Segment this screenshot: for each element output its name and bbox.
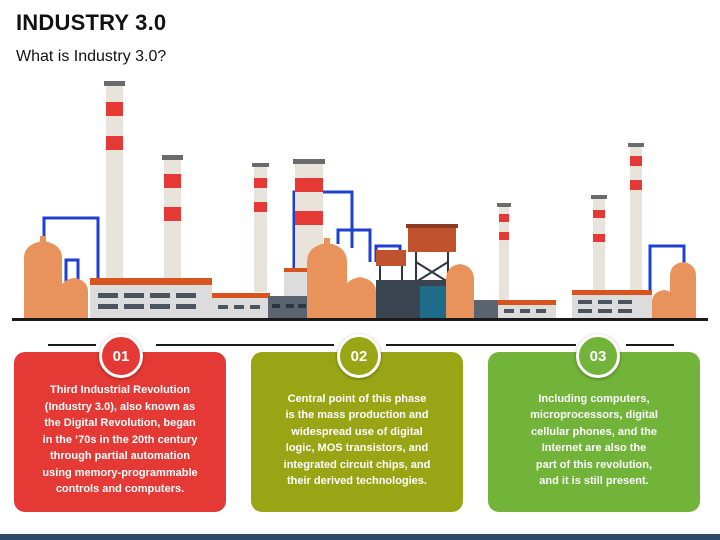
storage-tank <box>307 238 347 320</box>
number-badge-3: 03 <box>576 334 620 378</box>
storage-tank <box>670 262 696 320</box>
chimney <box>497 203 511 302</box>
footer-bar <box>0 534 720 540</box>
number-badge-1: 01 <box>99 334 143 378</box>
ground-line <box>12 318 708 321</box>
number-badge-2: 02 <box>337 334 381 378</box>
storage-tank <box>24 236 62 320</box>
water-tower <box>406 224 458 300</box>
factory-building <box>498 300 556 319</box>
factory-building <box>212 293 270 319</box>
info-card-2: Central point of this phase is the mass … <box>251 352 463 512</box>
divider-line <box>386 344 576 346</box>
info-card-1: Third Industrial Revolution (Industry 3.… <box>14 352 226 512</box>
chimney <box>591 195 607 290</box>
chimney <box>628 143 644 290</box>
pipes <box>42 190 686 290</box>
info-card-text: Including computers, microprocessors, di… <box>530 392 658 488</box>
divider-line <box>156 344 334 346</box>
factory-building <box>268 268 310 319</box>
info-card-3: Including computers, microprocessors, di… <box>488 352 700 512</box>
factory-building <box>376 280 500 320</box>
page-title: INDUSTRY 3.0 <box>16 10 167 35</box>
info-card-text: Third Industrial Revolution (Industry 3.… <box>42 384 198 496</box>
chimney <box>252 163 269 292</box>
chimney <box>162 155 183 282</box>
storage-tank <box>60 278 88 320</box>
divider-line <box>626 344 674 346</box>
factory-building <box>572 290 652 319</box>
factory-building <box>90 278 212 319</box>
page-subtitle: What is Industry 3.0? <box>16 48 167 65</box>
storage-tank <box>344 277 376 320</box>
factory-illustration <box>12 81 708 321</box>
chimney <box>104 81 125 282</box>
info-card-text: Central point of this phase is the mass … <box>283 392 431 488</box>
divider-line <box>48 344 96 346</box>
storage-tank <box>446 264 474 320</box>
